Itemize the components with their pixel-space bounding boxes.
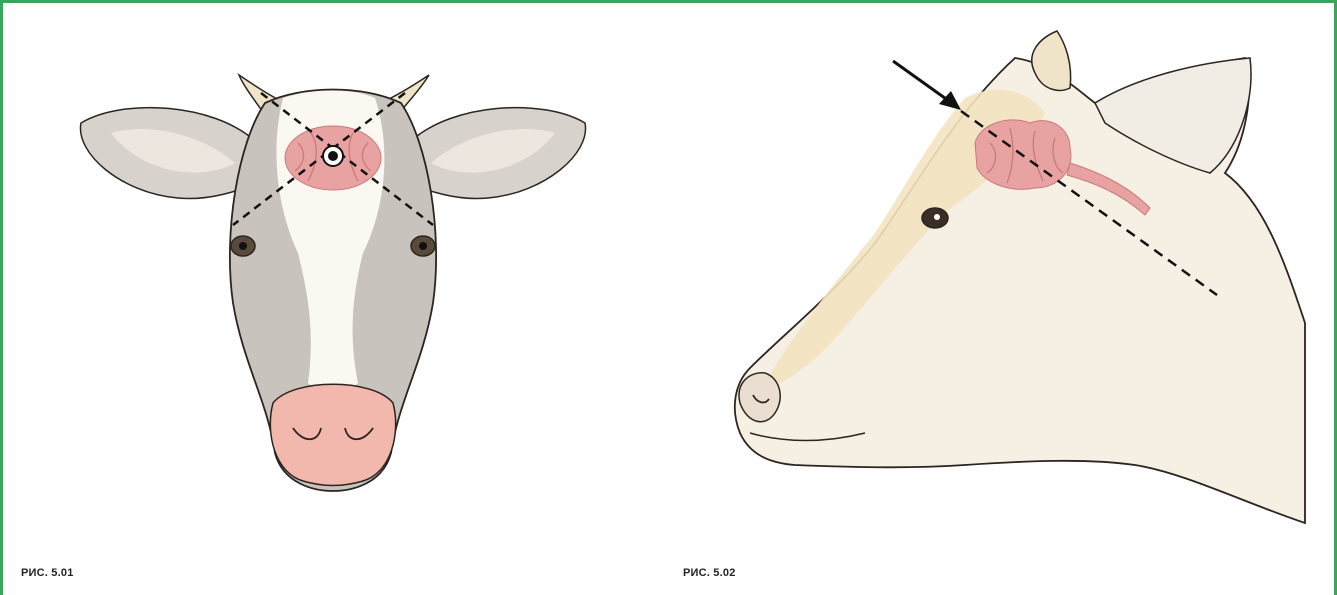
- target-marker: [323, 146, 343, 166]
- cow-head-side-illustration: [665, 3, 1334, 595]
- eye-highlight: [934, 214, 940, 220]
- figure-caption: РИС. 5.02: [683, 567, 736, 579]
- muzzle: [739, 373, 780, 422]
- cow-head-front-illustration: [3, 3, 665, 595]
- right-pupil: [419, 242, 427, 250]
- muzzle: [270, 384, 395, 485]
- figure-side-panel: РИС. 5.02: [665, 0, 1337, 595]
- figure-front-panel: РИС. 5.01: [0, 0, 667, 595]
- arrow-icon: [893, 61, 961, 110]
- figure-caption: РИС. 5.01: [21, 567, 74, 579]
- left-pupil: [239, 242, 247, 250]
